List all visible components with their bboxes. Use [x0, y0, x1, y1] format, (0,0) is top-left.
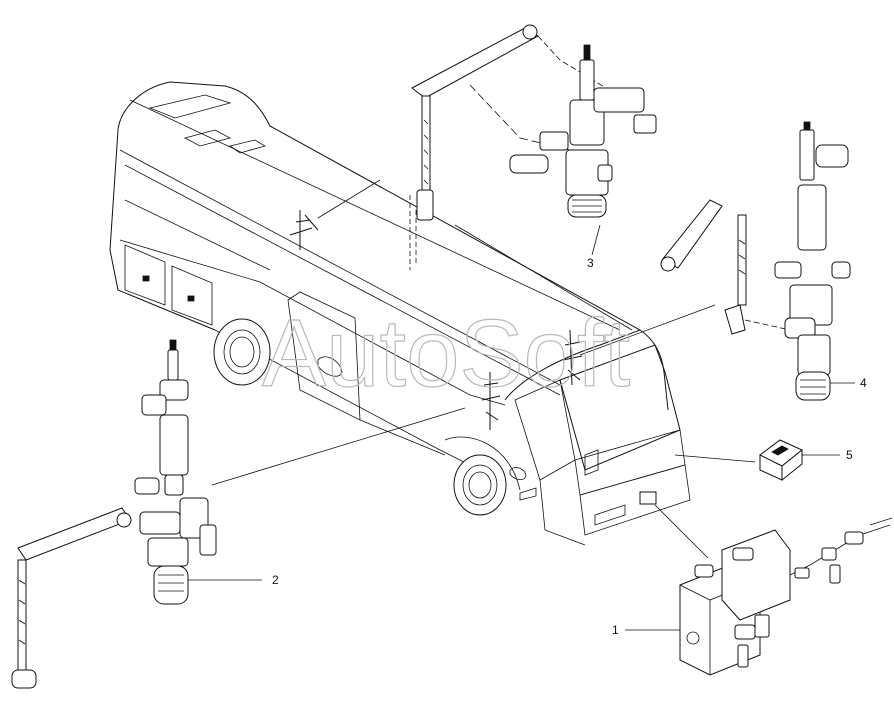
control-switch-5	[759, 439, 803, 482]
levelling-valve-3	[409, 24, 657, 270]
levelling-valve-4	[660, 121, 851, 401]
levelling-valve-2	[11, 339, 217, 689]
watermark-text: AutoSoft	[262, 300, 630, 407]
callout-5: 5	[846, 448, 853, 462]
callout-2: 2	[272, 573, 279, 587]
bus-mounted-valves	[289, 210, 657, 505]
solenoid-valve-1	[679, 517, 893, 676]
callout-4: 4	[860, 376, 867, 390]
bus-illustration	[109, 81, 691, 546]
callout-1: 1	[612, 623, 619, 637]
callout-3: 3	[587, 256, 594, 270]
leader-lines	[180, 179, 855, 631]
